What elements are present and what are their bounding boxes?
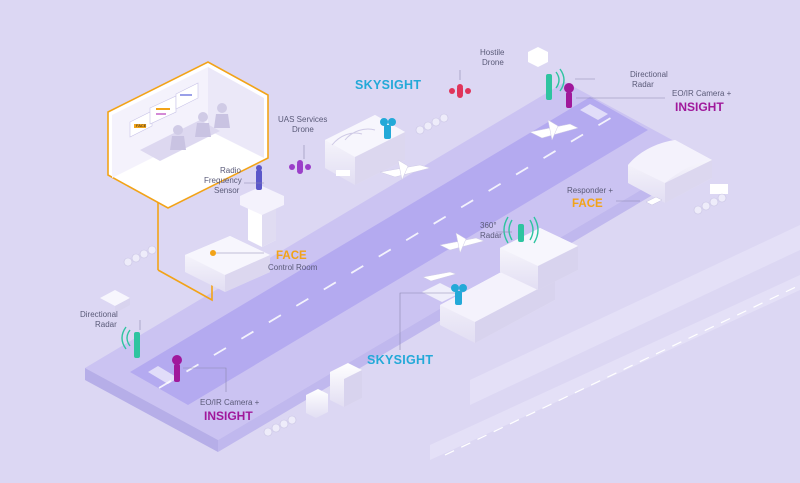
control-room-label: Control Room (268, 263, 318, 272)
terminal-building (422, 228, 578, 343)
hostile-drone-icon (449, 84, 471, 98)
hangar-right (628, 140, 728, 203)
rf-sensor-line1: Radio (220, 166, 241, 175)
small-buildings (100, 47, 548, 418)
eoir-camera-top-icon (564, 83, 574, 108)
directional-radar-top-line1: Directional (630, 70, 668, 79)
face-control-label: FACE (276, 250, 307, 262)
vehicle-clusters (123, 113, 727, 437)
face-responder-label: FACE (572, 198, 603, 210)
skysight-bottom-label: SKYSIGHT (367, 353, 433, 367)
uas-drone-line1: UAS Services (278, 115, 327, 124)
directional-radar-top-label: Directional Radar (630, 70, 668, 89)
aircraft (379, 119, 579, 282)
eoir-top-label: EO/IR Camera + (672, 89, 732, 98)
rf-sensor-line3: Sensor (214, 186, 240, 195)
hostile-drone-line1: Hostile (480, 48, 505, 57)
insight-top-label: INSIGHT (675, 100, 724, 114)
responder-vehicle-icon (645, 196, 663, 206)
uas-drone-icon (289, 160, 311, 174)
skysight-top-label: SKYSIGHT (355, 78, 421, 92)
hostile-drone-line2: Drone (482, 58, 504, 67)
directional-radar-left-line2: Radar (95, 320, 117, 329)
responder-label: Responder + (567, 186, 613, 195)
control-room-callout: FACE (107, 61, 269, 302)
eoir-camera-bottom-icon (172, 355, 182, 382)
runway (130, 97, 648, 405)
skysight-top-icon (380, 118, 396, 139)
skysight-bottom-icon (451, 284, 467, 305)
radar-360-line1: 360° (480, 221, 497, 230)
eoir-bottom-label: EO/IR Camera + (200, 398, 260, 407)
control-room-building (185, 236, 270, 292)
rf-sensor-line2: Frequency (204, 176, 242, 185)
uas-drone-line2: Drone (292, 125, 314, 134)
directional-radar-left-icon (121, 326, 140, 358)
directional-radar-left-line1: Directional (80, 310, 118, 319)
screen-face-text: FACE (136, 123, 147, 128)
control-tower (240, 165, 284, 247)
radar-360-line2: Radar (480, 231, 502, 240)
leader-lines (139, 70, 665, 392)
radar-360-label: 360° Radar (480, 221, 502, 240)
rf-sensor-label: Radio Frequency Sensor (204, 166, 242, 195)
hostile-drone-label: Hostile Drone (480, 48, 505, 67)
uas-drone-label: UAS Services Drone (278, 115, 327, 134)
service-road (430, 225, 800, 460)
directional-radar-top-icon (546, 68, 565, 100)
radar-360-icon (503, 216, 539, 244)
insight-bottom-label: INSIGHT (204, 409, 253, 423)
directional-radar-left-label: Directional Radar (80, 310, 118, 329)
directional-radar-top-line2: Radar (632, 80, 654, 89)
